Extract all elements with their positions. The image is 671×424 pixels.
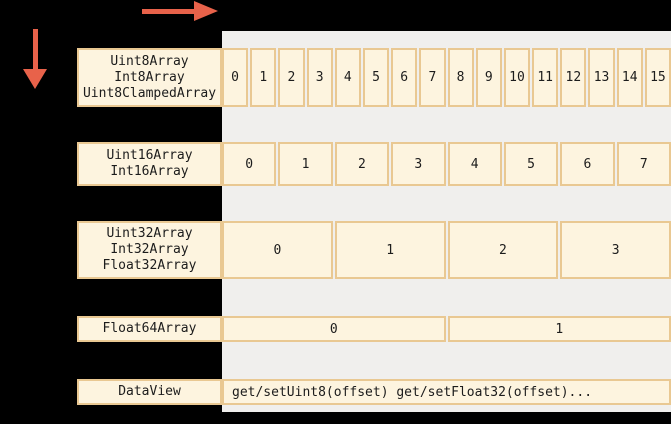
- element-index-cell: 3: [306, 48, 333, 107]
- view-label-box: DataView: [77, 379, 222, 405]
- element-index-cell: 3: [560, 221, 671, 279]
- element-index-cell: 7: [419, 48, 446, 107]
- element-index-cell: 4: [334, 48, 361, 107]
- element-index-cell: 10: [503, 48, 531, 107]
- row-dataview: DataView get/setUint8(offset) get/setFlo…: [77, 379, 671, 405]
- element-index-cell: 9: [475, 48, 502, 107]
- element-index-cell: 0: [222, 48, 249, 107]
- view-label-box: Float64Array: [77, 316, 222, 342]
- right-arrow-shaft: [142, 9, 195, 14]
- element-index-cell: 2: [278, 48, 305, 107]
- element-index-cell: 0: [222, 316, 446, 342]
- view-name: Int16Array: [110, 164, 189, 179]
- element-index-cell: get/setUint8(offset) get/setFloat32(offs…: [222, 379, 671, 405]
- element-index-cell: 13: [588, 48, 615, 107]
- right-arrow-icon: [142, 1, 218, 22]
- view-name: Int32Array: [110, 242, 189, 257]
- element-index-cell: 1: [278, 142, 333, 186]
- element-index-cell: 5: [503, 142, 559, 186]
- element-index-cell: 6: [560, 142, 615, 186]
- element-index-cell: 1: [250, 48, 277, 107]
- element-index-cell: 6: [391, 48, 418, 107]
- element-index-cell: 3: [391, 142, 446, 186]
- view-name: DataView: [118, 384, 181, 399]
- element-index-cell: 5: [362, 48, 390, 107]
- element-index-cell: 1: [447, 316, 671, 342]
- element-index-cell: 7: [616, 142, 671, 186]
- view-name: Uint8Array: [110, 53, 189, 69]
- element-index-cell: 12: [560, 48, 587, 107]
- element-index-cell: 0: [222, 142, 277, 186]
- down-arrow-head: [23, 69, 47, 89]
- view-name: Uint16Array: [106, 148, 193, 163]
- down-arrow-icon: [23, 29, 48, 89]
- element-index-cell: 15: [644, 48, 671, 107]
- element-index-cell: 14: [616, 48, 643, 107]
- view-name: Uint8ClampedArray: [82, 85, 217, 101]
- element-index-cell: 0: [222, 221, 333, 279]
- element-index-cell: 11: [532, 48, 559, 107]
- down-arrow-shaft: [33, 29, 38, 70]
- view-name: Int8Array: [114, 69, 185, 85]
- element-index-cell: 1: [334, 221, 446, 279]
- right-arrow-head: [194, 1, 218, 21]
- element-index-cell: 2: [334, 142, 390, 186]
- element-index-cell: 8: [447, 48, 474, 107]
- view-name: Uint32Array: [106, 226, 193, 241]
- view-name: Float32Array: [102, 258, 197, 273]
- element-cells: get/setUint8(offset) get/setFloat32(offs…: [222, 379, 671, 405]
- element-index-cell: 4: [447, 142, 502, 186]
- element-index-cell: 2: [447, 221, 559, 279]
- view-name: Float64Array: [102, 321, 197, 336]
